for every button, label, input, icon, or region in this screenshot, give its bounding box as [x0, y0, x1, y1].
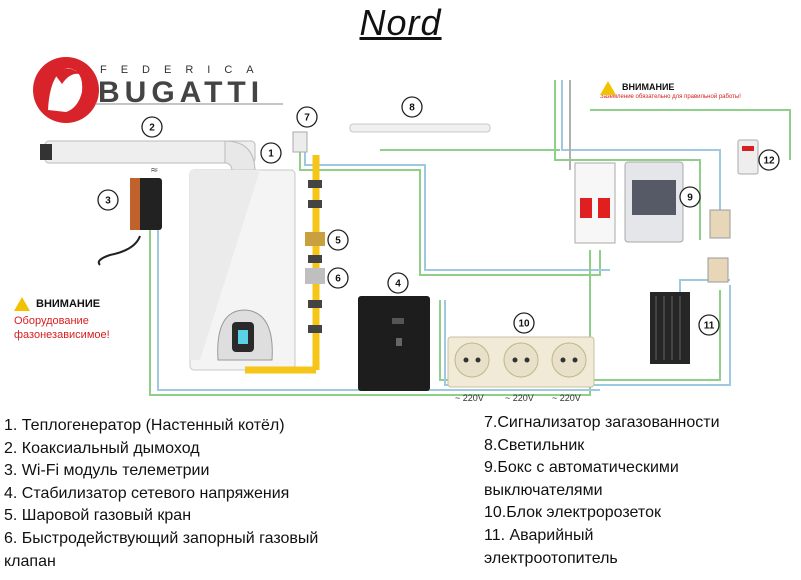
- callout-number: 12: [763, 156, 775, 167]
- warning-top: ВНИМАНИЕ Заземление обязательно для прав…: [600, 81, 770, 100]
- voltage-label: ~ 220V: [552, 393, 581, 403]
- callout-number: 5: [335, 236, 341, 247]
- brand-name: BUGATTI: [98, 76, 265, 109]
- warning-top-title: ВНИМАНИЕ: [622, 82, 675, 92]
- gas-detector: [292, 131, 308, 153]
- voltage-label: ~ 220V: [455, 393, 484, 403]
- callout-9: 9: [679, 186, 701, 208]
- boiler: [189, 169, 296, 371]
- callout-number: 7: [304, 113, 310, 124]
- callout-number: 10: [518, 319, 530, 330]
- legend-item: 8.Светильник: [484, 436, 585, 454]
- legend-left: 1. Теплогенератор (Настенный котёл) 2. К…: [4, 415, 318, 573]
- callout-number: 3: [105, 196, 111, 207]
- warning-left: ВНИМАНИЕ Оборудование фазонезависимое!: [14, 297, 184, 342]
- legend-item: 10.Блок электророзеток: [484, 504, 661, 522]
- wifi-module: ≈: [97, 165, 162, 266]
- coaxial-chimney: [40, 140, 256, 173]
- warning-left-line: фазонезависимое!: [14, 329, 110, 341]
- callout-10: 10: [513, 312, 535, 334]
- emergency-heater: [650, 292, 690, 364]
- legend-item: 9.Бокс с автоматическими: [484, 459, 679, 477]
- brand-subtitle: FEDERICA: [100, 64, 268, 76]
- callout-7: 7: [296, 106, 318, 128]
- callout-number: 4: [395, 279, 401, 290]
- callout-5: 5: [327, 229, 349, 251]
- callout-12: 12: [758, 149, 780, 171]
- page-title: Nord: [359, 2, 442, 43]
- legend-item: выключателями: [484, 481, 603, 499]
- legend-item: клапан: [4, 552, 56, 570]
- voltage-stabilizer: [358, 296, 430, 391]
- callout-number: 2: [149, 123, 155, 134]
- legend-item: 1. Теплогенератор (Настенный котёл): [4, 417, 285, 434]
- gas-pipe: [245, 155, 325, 374]
- ball-valve: [305, 232, 325, 246]
- callout-11: 11: [698, 314, 720, 336]
- voltage-label: ~ 220V: [505, 393, 534, 403]
- callout-1: 1: [260, 142, 282, 164]
- legend-item: 3. Wi-Fi модуль телеметрии: [4, 462, 210, 480]
- warning-left-line: Оборудование: [14, 315, 89, 327]
- callout-number: 8: [409, 103, 415, 114]
- lamp: [349, 123, 491, 133]
- legend-item: 5. Шаровой газовый кран: [4, 507, 192, 525]
- callout-2: 2: [141, 116, 163, 138]
- warning-top-text: Заземление обязательно для правильной ра…: [600, 94, 741, 100]
- callout-number: 1: [268, 149, 274, 160]
- thermostat: [737, 139, 759, 175]
- legend-right: 7.Сигнализатор загазованности 8.Светильн…: [484, 412, 720, 570]
- socket-block: [447, 336, 595, 388]
- breaker-box: [574, 161, 731, 283]
- legend-item: 4. Стабилизатор сетевого напряжения: [4, 484, 290, 502]
- warning-left-title: ВНИМАНИЕ: [36, 298, 101, 310]
- legend-item: 11. Аварийный: [484, 526, 594, 544]
- callout-number: 9: [687, 193, 693, 204]
- callout-4: 4: [387, 272, 409, 294]
- legend-item: электроотопитель: [484, 549, 618, 567]
- legend-item: 7.Сигнализатор загазованности: [484, 414, 720, 431]
- callout-3: 3: [97, 189, 119, 211]
- callout-number: 6: [335, 274, 341, 285]
- gas-shutoff-valve: [305, 268, 325, 284]
- svg-text:≈: ≈: [150, 165, 158, 176]
- warning-icon: [600, 81, 616, 95]
- callout-6: 6: [327, 267, 349, 289]
- bugatti-logo: [33, 57, 99, 123]
- callout-number: 11: [704, 321, 715, 332]
- legend-item: 2. Коаксиальный дымоход: [4, 439, 200, 457]
- callout-8: 8: [401, 96, 423, 118]
- legend-item: 6. Быстродействующий запорный газовый: [4, 529, 319, 547]
- warning-icon: [14, 297, 30, 311]
